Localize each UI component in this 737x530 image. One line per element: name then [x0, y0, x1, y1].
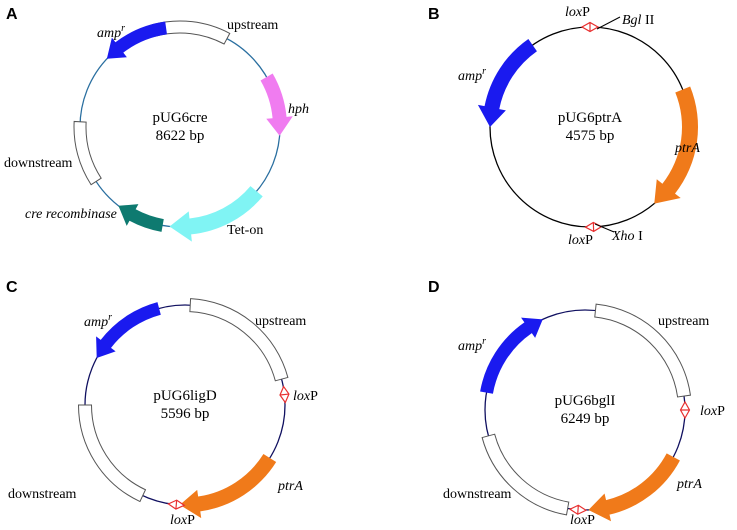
plasmid-size-b: 4575 bp	[566, 128, 615, 144]
downstream-box-a	[73, 120, 102, 186]
downstream-box-d	[481, 433, 570, 516]
label-teton-a: Tet-on	[227, 223, 263, 238]
ampr-arrow-c	[96, 302, 161, 359]
plasmid-name-b: pUG6ptrA	[558, 110, 622, 126]
panel-letter-a: A	[6, 6, 18, 23]
label-upstream-a: upstream	[227, 18, 278, 33]
plasmid-size-c: 5596 bp	[161, 406, 210, 422]
label-upstream-c: upstream	[255, 314, 306, 329]
label-loxp-right-d: loxP	[700, 404, 725, 419]
ptra-arrow-d	[588, 453, 680, 522]
downstream-box-c	[77, 404, 147, 503]
label-cre-a: cre recombinase	[25, 207, 117, 222]
label-loxp-top-b: loxP	[565, 5, 590, 20]
panel-letter-d: D	[428, 279, 440, 296]
ptra-arrow-b	[654, 86, 699, 204]
label-ptra-d: ptrA	[676, 477, 702, 492]
panel-letter-b: B	[428, 6, 440, 23]
ampr-arrow-b	[477, 38, 537, 127]
label-hph-a: hph	[288, 102, 309, 117]
upstream-box-c	[189, 298, 289, 382]
label-downstream-c: downstream	[8, 487, 77, 502]
loxp-site-right-c	[279, 385, 290, 404]
label-downstream-d: downstream	[443, 487, 512, 502]
label-ampr-d: ampr	[458, 336, 486, 354]
panel-a: A pUG6cre 8622 bp upstream hph Tet-on cr…	[4, 6, 309, 242]
loxp-site-bottom-c	[167, 499, 186, 510]
label-ptra-c: ptrA	[277, 479, 303, 494]
plasmid-features-a	[73, 20, 293, 242]
label-loxp-bottom-c: loxP	[170, 513, 195, 528]
loxp-site-bottom-d	[568, 504, 588, 515]
xho-pointer-b	[594, 223, 615, 233]
panel-c: C pUG6ligD 5596 bp ampr upstream loxP do…	[6, 279, 318, 528]
label-xho-b: Xho I	[611, 229, 643, 244]
panel-b: B pUG6ptrA 4575 bp loxP Bgl II ampr ptrA…	[428, 5, 700, 248]
panel-d: D pUG6bglI 6249 bp ampr upstream loxP do…	[428, 279, 725, 528]
plasmid-name-d: pUG6bglI	[555, 393, 616, 409]
plasmid-features-c	[77, 298, 289, 519]
label-loxp-bottom-b: loxP	[568, 233, 593, 248]
label-upstream-d: upstream	[658, 314, 709, 329]
plasmid-size-d: 6249 bp	[561, 411, 610, 427]
plasmid-name-c: pUG6ligD	[153, 388, 217, 404]
ampr-arrow-d	[480, 317, 543, 394]
upstream-box-d	[594, 303, 692, 398]
label-ampr-a: ampr	[97, 23, 125, 41]
label-ptra-b: ptrA	[674, 141, 700, 156]
bgl-pointer-b	[596, 16, 621, 30]
label-downstream-a: downstream	[4, 156, 73, 171]
plasmid-name-a: pUG6cre	[153, 110, 208, 126]
loxp-site-bottom-b	[584, 221, 603, 233]
teton-arrow-a	[169, 186, 263, 242]
ptra-arrow-c	[179, 454, 277, 519]
loxp-site-top-b	[580, 21, 600, 33]
panel-letter-c: C	[6, 279, 18, 296]
label-bgl-b: Bgl II	[622, 13, 655, 28]
loxp-site-right-d	[679, 400, 691, 420]
label-loxp-bottom-d: loxP	[570, 513, 595, 528]
cre-arrow-a	[118, 204, 164, 232]
hph-arrow-a	[260, 73, 293, 136]
upstream-box-a	[151, 20, 231, 45]
label-loxp-right-c: loxP	[293, 389, 318, 404]
label-ampr-c: ampr	[84, 312, 112, 330]
plasmid-features-b	[477, 38, 699, 204]
label-ampr-b: ampr	[458, 66, 486, 84]
plasmid-size-a: 8622 bp	[156, 128, 205, 144]
plasmid-features-d	[480, 303, 692, 522]
ampr-arrow-a	[106, 21, 167, 59]
